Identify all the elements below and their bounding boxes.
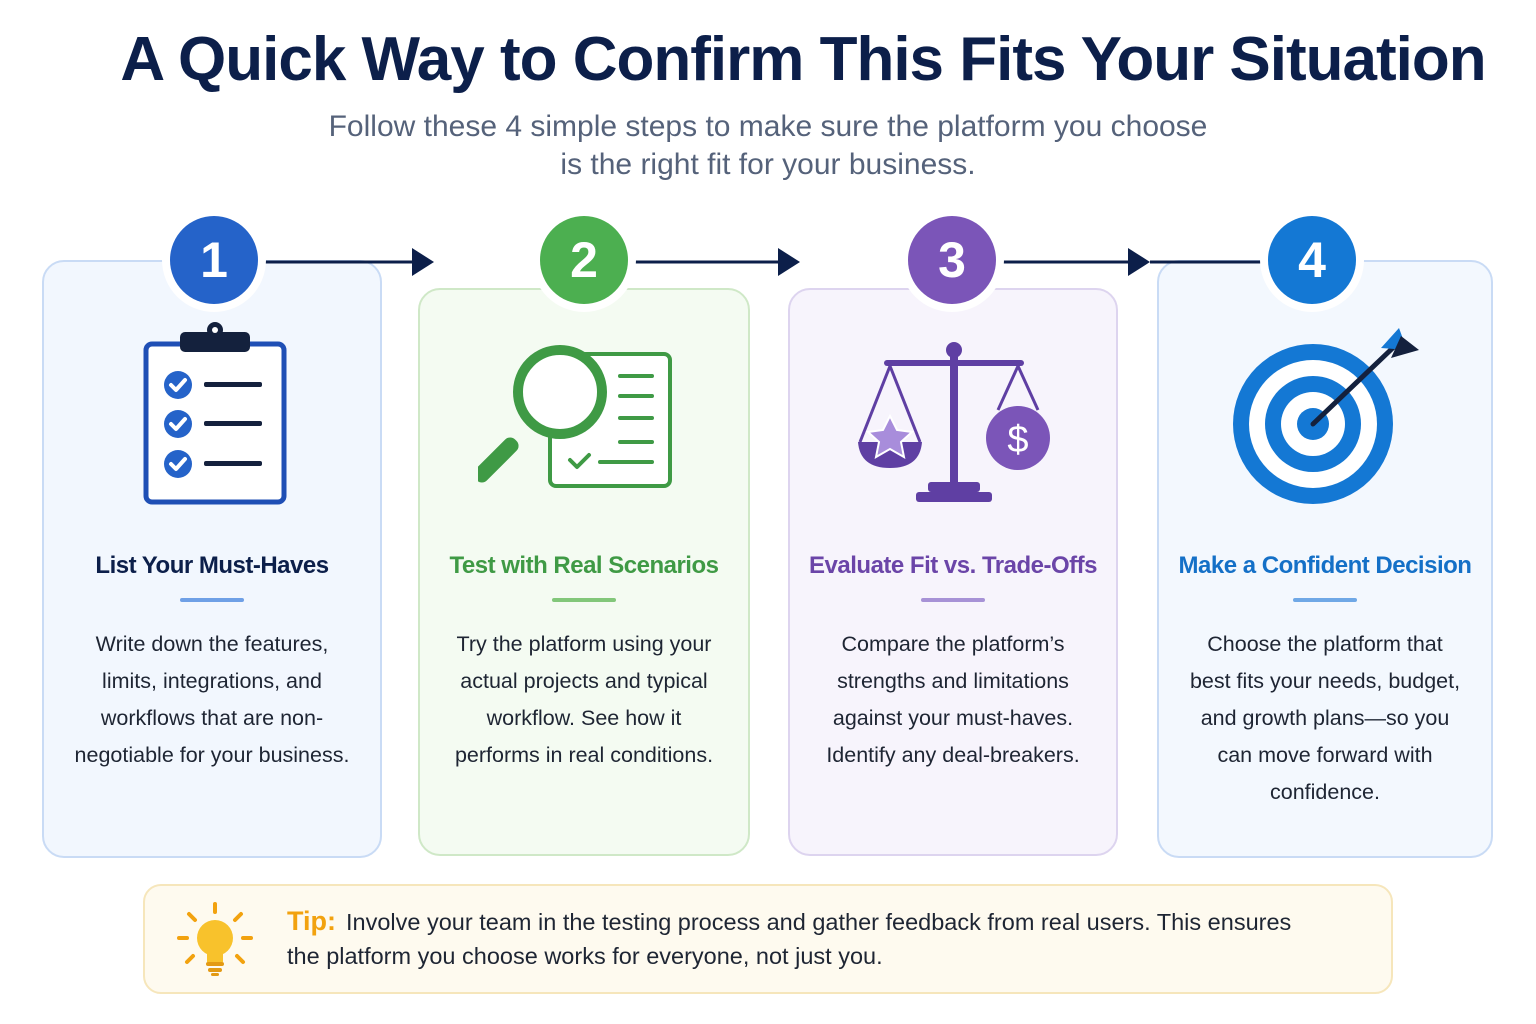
step-badge-3: 3 — [908, 216, 996, 304]
step-divider — [1293, 598, 1357, 602]
tip-label: Tip: — [287, 906, 336, 936]
arrow-right-icon — [778, 248, 800, 276]
step-description-line: Compare the platform’s — [841, 632, 1065, 656]
step-card-3: $ Evaluate Fit vs. Trade-Offs Compare th… — [788, 288, 1118, 856]
step-badge-2: 2 — [540, 216, 628, 304]
step-card-1: List Your Must-Haves Write down the feat… — [42, 260, 382, 858]
step-divider — [180, 598, 244, 602]
tip-text: Tip: Involve your team in the testing pro… — [287, 904, 1347, 973]
step-badge-4: 4 — [1268, 216, 1356, 304]
step-badge-1: 1 — [170, 216, 258, 304]
step-description: Write down the features, limits, integra… — [54, 626, 370, 774]
step-description-line: workflow. See how it — [486, 706, 682, 730]
step-description: Compare the platform’s strengths and lim… — [800, 626, 1106, 774]
tip-box: Tip: Involve your team in the testing pro… — [143, 884, 1393, 994]
step-description-line: Choose the platform that — [1207, 632, 1443, 656]
step-card-4: Make a Confident Decision Choose the pla… — [1157, 260, 1493, 858]
page-title: A Quick Way to Confirm This Fits Your Si… — [120, 25, 1486, 94]
step-description-line: Write down the features, — [95, 632, 329, 656]
step-description-line: best fits your needs, budget, — [1189, 669, 1461, 693]
tip-line-2: the platform you choose works for everyo… — [287, 943, 883, 969]
step-description: Try the platform using your actual proje… — [430, 626, 738, 774]
dollar-sign-glyph: $ — [1007, 419, 1028, 461]
step-description-line: actual projects and typical — [460, 669, 708, 693]
clipboard-checklist-icon — [143, 322, 287, 505]
step-description-line: limits, integrations, and — [102, 669, 322, 693]
step-description-line: against your must-haves. — [832, 706, 1074, 730]
step-description-line: and growth plans—so you — [1200, 706, 1450, 730]
step-description: Choose the platform that best fits your … — [1169, 626, 1481, 811]
step-card-2: Test with Real Scenarios Try the platfor… — [418, 288, 750, 856]
arrow-right-icon — [412, 248, 434, 276]
step-description-line: Identify any deal-breakers. — [826, 743, 1080, 767]
lightbulb-icon — [177, 902, 253, 976]
balance-scale-icon: $ — [858, 342, 1050, 502]
step-divider — [552, 598, 616, 602]
step-description-line: workflows that are non- — [100, 706, 324, 730]
arrow-right-icon — [1128, 248, 1150, 276]
step-description-line: confidence. — [1270, 780, 1380, 804]
page-subtitle: Follow these 4 simple steps to make sure… — [0, 108, 1536, 184]
step-description-line: Try the platform using your — [456, 632, 712, 656]
magnifier-document-icon — [478, 345, 672, 488]
step-divider — [921, 598, 985, 602]
subtitle-line-2: is the right fit for your business. — [560, 148, 976, 181]
subtitle-line-1: Follow these 4 simple steps to make sure… — [328, 110, 1208, 143]
tip-line-1: Involve your team in the testing process… — [346, 909, 1292, 935]
step-title: Make a Confident Decision — [1178, 552, 1472, 579]
step-title: Test with Real Scenarios — [449, 552, 719, 579]
target-arrow-icon — [1233, 328, 1419, 504]
step-description-line: negotiable for your business. — [74, 743, 350, 767]
step-description-line: strengths and limitations — [837, 669, 1069, 693]
step-title: List Your Must-Haves — [95, 552, 329, 579]
step-title: Evaluate Fit vs. Trade-Offs — [809, 552, 1097, 579]
step-description-line: can move forward with — [1217, 743, 1433, 767]
step-description-line: performs in real conditions. — [454, 743, 714, 767]
